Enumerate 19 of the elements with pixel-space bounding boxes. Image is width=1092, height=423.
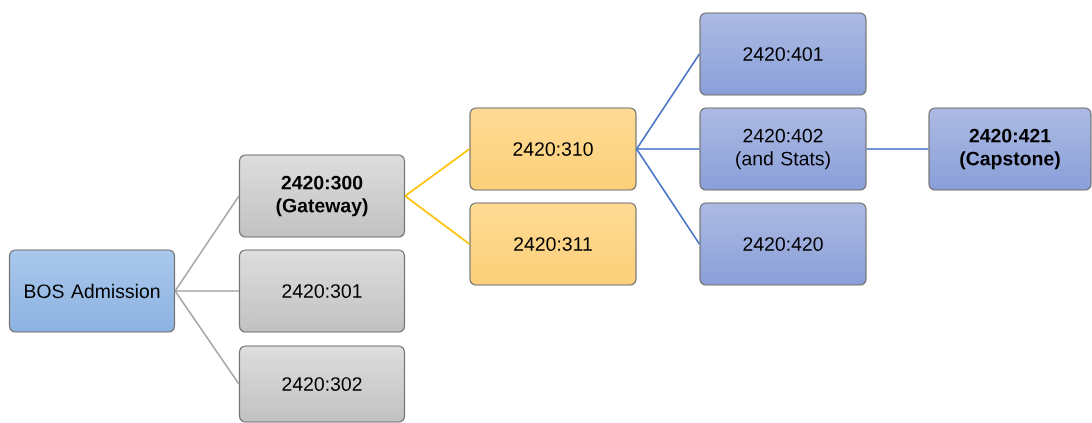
process-box: BOS Admission <box>8 249 176 333</box>
connector-line <box>635 53 701 150</box>
process-box: 2420:311 <box>469 202 637 286</box>
connector-line <box>404 148 471 197</box>
connector-line <box>404 195 471 245</box>
process-box: 2420:402 (and Stats) <box>699 107 867 191</box>
connector-line <box>174 290 240 292</box>
process-box: 2420:300 (Gateway) <box>238 154 406 238</box>
connector-line <box>174 195 240 292</box>
connector-line <box>174 290 240 385</box>
process-box: 2420:302 <box>238 345 406 423</box>
connector-line <box>635 148 701 150</box>
process-box: 2420:310 <box>469 107 637 191</box>
connector-line <box>635 148 701 245</box>
process-box: 2420:301 <box>238 249 406 333</box>
connector-line <box>865 148 930 150</box>
process-box: 2420:401 <box>699 12 867 96</box>
process-box: 2420:421 (Capstone) <box>928 107 1092 191</box>
process-box: 2420:420 <box>699 202 867 286</box>
